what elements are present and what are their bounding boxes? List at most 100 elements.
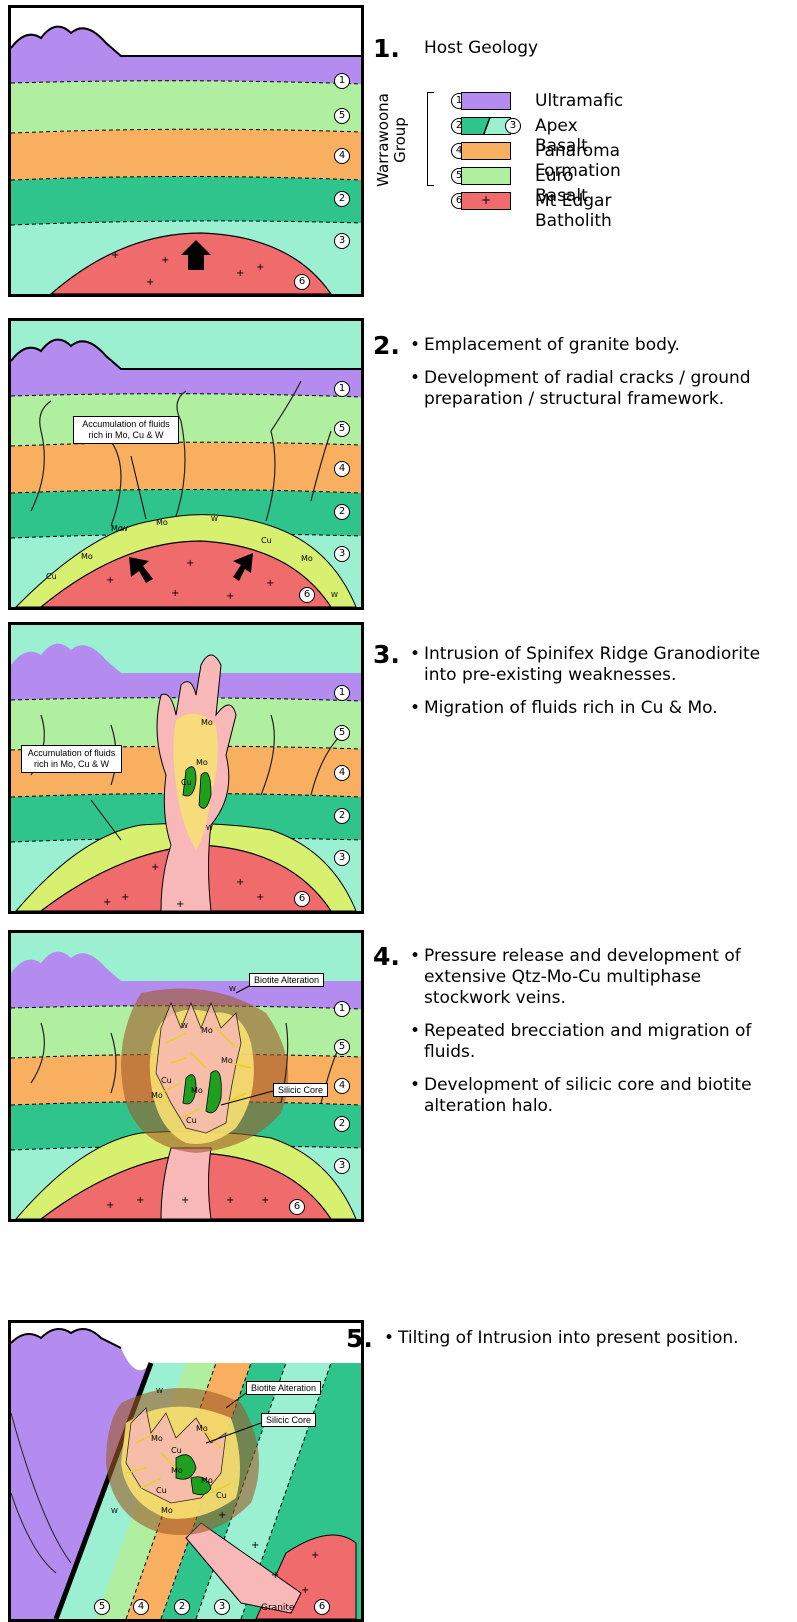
svg-text:+: + bbox=[146, 277, 154, 288]
svg-text:+: + bbox=[226, 591, 234, 602]
svg-text:+: + bbox=[186, 558, 194, 569]
layer-marker-2: 2 bbox=[334, 808, 350, 824]
callout-fluids: Accumulation of fluids rich in Mo, Cu & … bbox=[73, 416, 179, 444]
svg-text:Cu: Cu bbox=[186, 1116, 197, 1125]
diagram-panel-4: Mo Mo Cu Mo Mo Cu W W + + + + + Biotite Al… bbox=[8, 930, 364, 1222]
svg-text:Cu: Cu bbox=[216, 1491, 227, 1500]
svg-text:+: + bbox=[236, 877, 244, 888]
layer-marker-1: 1 bbox=[334, 381, 350, 397]
layer-marker-6: 6 bbox=[299, 587, 315, 603]
svg-text:+: + bbox=[181, 1195, 189, 1206]
svg-text:+: + bbox=[271, 1570, 279, 1581]
svg-text:W: W bbox=[181, 1022, 188, 1030]
layer-marker-6: 6 bbox=[294, 274, 310, 290]
step-4-number: 4. bbox=[373, 942, 400, 971]
layer-marker-1: 1 bbox=[334, 73, 350, 89]
svg-text:Mo: Mo bbox=[221, 1056, 233, 1065]
callout-biotite: Biotite Alteration bbox=[249, 973, 324, 987]
svg-text:Granite: Granite bbox=[261, 1603, 295, 1613]
layer-marker-1: 1 bbox=[334, 685, 350, 701]
callout-silicic: Silicic Core bbox=[273, 1083, 328, 1097]
callout-fluids: Accumulation of fluids rich in Mo, Cu & … bbox=[21, 745, 122, 773]
layer-marker-5: 5 bbox=[334, 725, 350, 741]
layer-marker-5: 5 bbox=[334, 1039, 350, 1055]
layer-marker-5: 5 bbox=[334, 421, 350, 437]
step-2-text: Emplacement of granite body. Development… bbox=[410, 335, 790, 422]
svg-text:+: + bbox=[121, 892, 129, 903]
svg-text:+: + bbox=[171, 588, 179, 599]
layer-marker-2: 2 bbox=[174, 1599, 190, 1615]
layer-marker-4: 4 bbox=[334, 1078, 350, 1094]
layer-marker-6: 6 bbox=[294, 891, 310, 907]
svg-text:+: + bbox=[226, 1195, 234, 1206]
step-5-number: 5. bbox=[346, 1324, 373, 1353]
svg-text:Mo: Mo bbox=[196, 1424, 208, 1433]
svg-text:W: W bbox=[206, 824, 213, 832]
layer-marker-2: 2 bbox=[334, 1116, 350, 1132]
svg-text:+: + bbox=[266, 578, 274, 589]
svg-text:W: W bbox=[156, 1387, 163, 1395]
svg-text:+: + bbox=[218, 1510, 226, 1521]
step-2-number: 2. bbox=[373, 331, 400, 360]
callout-biotite: Biotite Alteration bbox=[246, 1381, 321, 1395]
svg-text:+: + bbox=[106, 1200, 114, 1211]
layer-marker-3: 3 bbox=[334, 850, 350, 866]
layer-marker-4: 4 bbox=[334, 765, 350, 781]
svg-text:+: + bbox=[256, 262, 264, 273]
step-1-title: Host Geology bbox=[424, 38, 538, 59]
layer-marker-5: 5 bbox=[94, 1599, 110, 1615]
svg-text:Mo: Mo bbox=[201, 1026, 213, 1035]
svg-text:+: + bbox=[161, 255, 169, 266]
callout-silicic: Silicic Core bbox=[261, 1413, 316, 1427]
diagram-panel-2: ++ ++ + Mo W W Mo Mo Cu Cu Mo W Accumula… bbox=[8, 318, 364, 610]
layer-marker-1: 1 bbox=[334, 1001, 350, 1017]
layer-marker-2: 2 bbox=[334, 504, 350, 520]
layer-marker-3: 3 bbox=[214, 1599, 230, 1615]
step-3-number: 3. bbox=[373, 640, 400, 669]
svg-text:+: + bbox=[103, 897, 111, 908]
svg-text:W: W bbox=[121, 525, 128, 533]
diagram-panel-1: ++ ++ + 1 5 4 2 3 6 bbox=[8, 5, 364, 297]
svg-text:+: + bbox=[111, 250, 119, 261]
step-1-number: 1. bbox=[373, 34, 400, 63]
svg-text:W: W bbox=[211, 515, 218, 523]
svg-text:Mo: Mo bbox=[81, 552, 93, 561]
legend-group-label: Warrawoona Group bbox=[375, 90, 409, 190]
layer-marker-4: 4 bbox=[334, 461, 350, 477]
step-3-text: Intrusion of Spinifex Ridge Granodiorite… bbox=[410, 644, 790, 731]
svg-text:+: + bbox=[151, 862, 159, 873]
layer-marker-4: 4 bbox=[334, 148, 350, 164]
legend: Warrawoona Group 1 Ultramafic 2 3 Apex B… bbox=[425, 90, 795, 220]
svg-text:Mo: Mo bbox=[196, 758, 208, 767]
layer-marker-3: 3 bbox=[334, 1158, 350, 1174]
svg-text:Cu: Cu bbox=[171, 1446, 182, 1455]
svg-text:+: + bbox=[136, 1195, 144, 1206]
svg-text:+: + bbox=[236, 268, 244, 279]
svg-text:+: + bbox=[176, 899, 184, 910]
svg-text:Cu: Cu bbox=[156, 1486, 167, 1495]
svg-text:Cu: Cu bbox=[181, 778, 192, 787]
diagram-panel-5: Mo Mo Cu Mo Mo Cu Cu Mo W W ++ ++ + Gran… bbox=[8, 1320, 364, 1622]
svg-text:Cu: Cu bbox=[261, 536, 272, 545]
svg-text:Mo: Mo bbox=[301, 554, 313, 563]
step-4-text: Pressure release and development of exte… bbox=[410, 946, 792, 1129]
svg-text:Mo: Mo bbox=[201, 1476, 213, 1485]
svg-text:+: + bbox=[261, 1195, 269, 1206]
legend-bracket bbox=[427, 92, 434, 186]
svg-text:W: W bbox=[229, 985, 236, 993]
layer-marker-6: 6 bbox=[289, 1199, 305, 1215]
svg-text:Mo: Mo bbox=[171, 1466, 183, 1475]
svg-text:Mo: Mo bbox=[151, 1091, 163, 1100]
svg-text:Cu: Cu bbox=[161, 1076, 172, 1085]
layer-marker-3: 3 bbox=[334, 233, 350, 249]
svg-text:Mo: Mo bbox=[191, 1086, 203, 1095]
svg-text:Mo: Mo bbox=[156, 518, 168, 527]
svg-text:Cu: Cu bbox=[46, 572, 57, 581]
layer-marker-5: 5 bbox=[334, 108, 350, 124]
layer-marker-3: 3 bbox=[334, 546, 350, 562]
layer-marker-4: 4 bbox=[133, 1599, 149, 1615]
svg-text:+: + bbox=[256, 892, 264, 903]
svg-text:Mo: Mo bbox=[151, 1434, 163, 1443]
svg-text:W: W bbox=[331, 591, 338, 599]
svg-text:Mo: Mo bbox=[161, 1506, 173, 1515]
